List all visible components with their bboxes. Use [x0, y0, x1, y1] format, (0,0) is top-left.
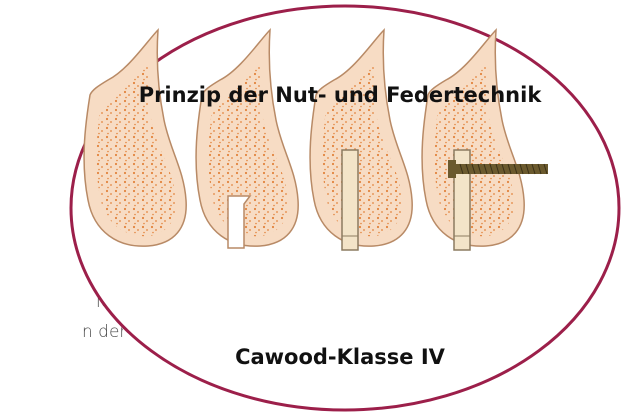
diagram-title: Prinzip der Nut- und Federtechnik — [60, 83, 620, 107]
tongue-graft — [342, 150, 358, 250]
diagram-caption: Cawood-Klasse IV — [60, 345, 620, 369]
screw-head — [448, 160, 456, 178]
